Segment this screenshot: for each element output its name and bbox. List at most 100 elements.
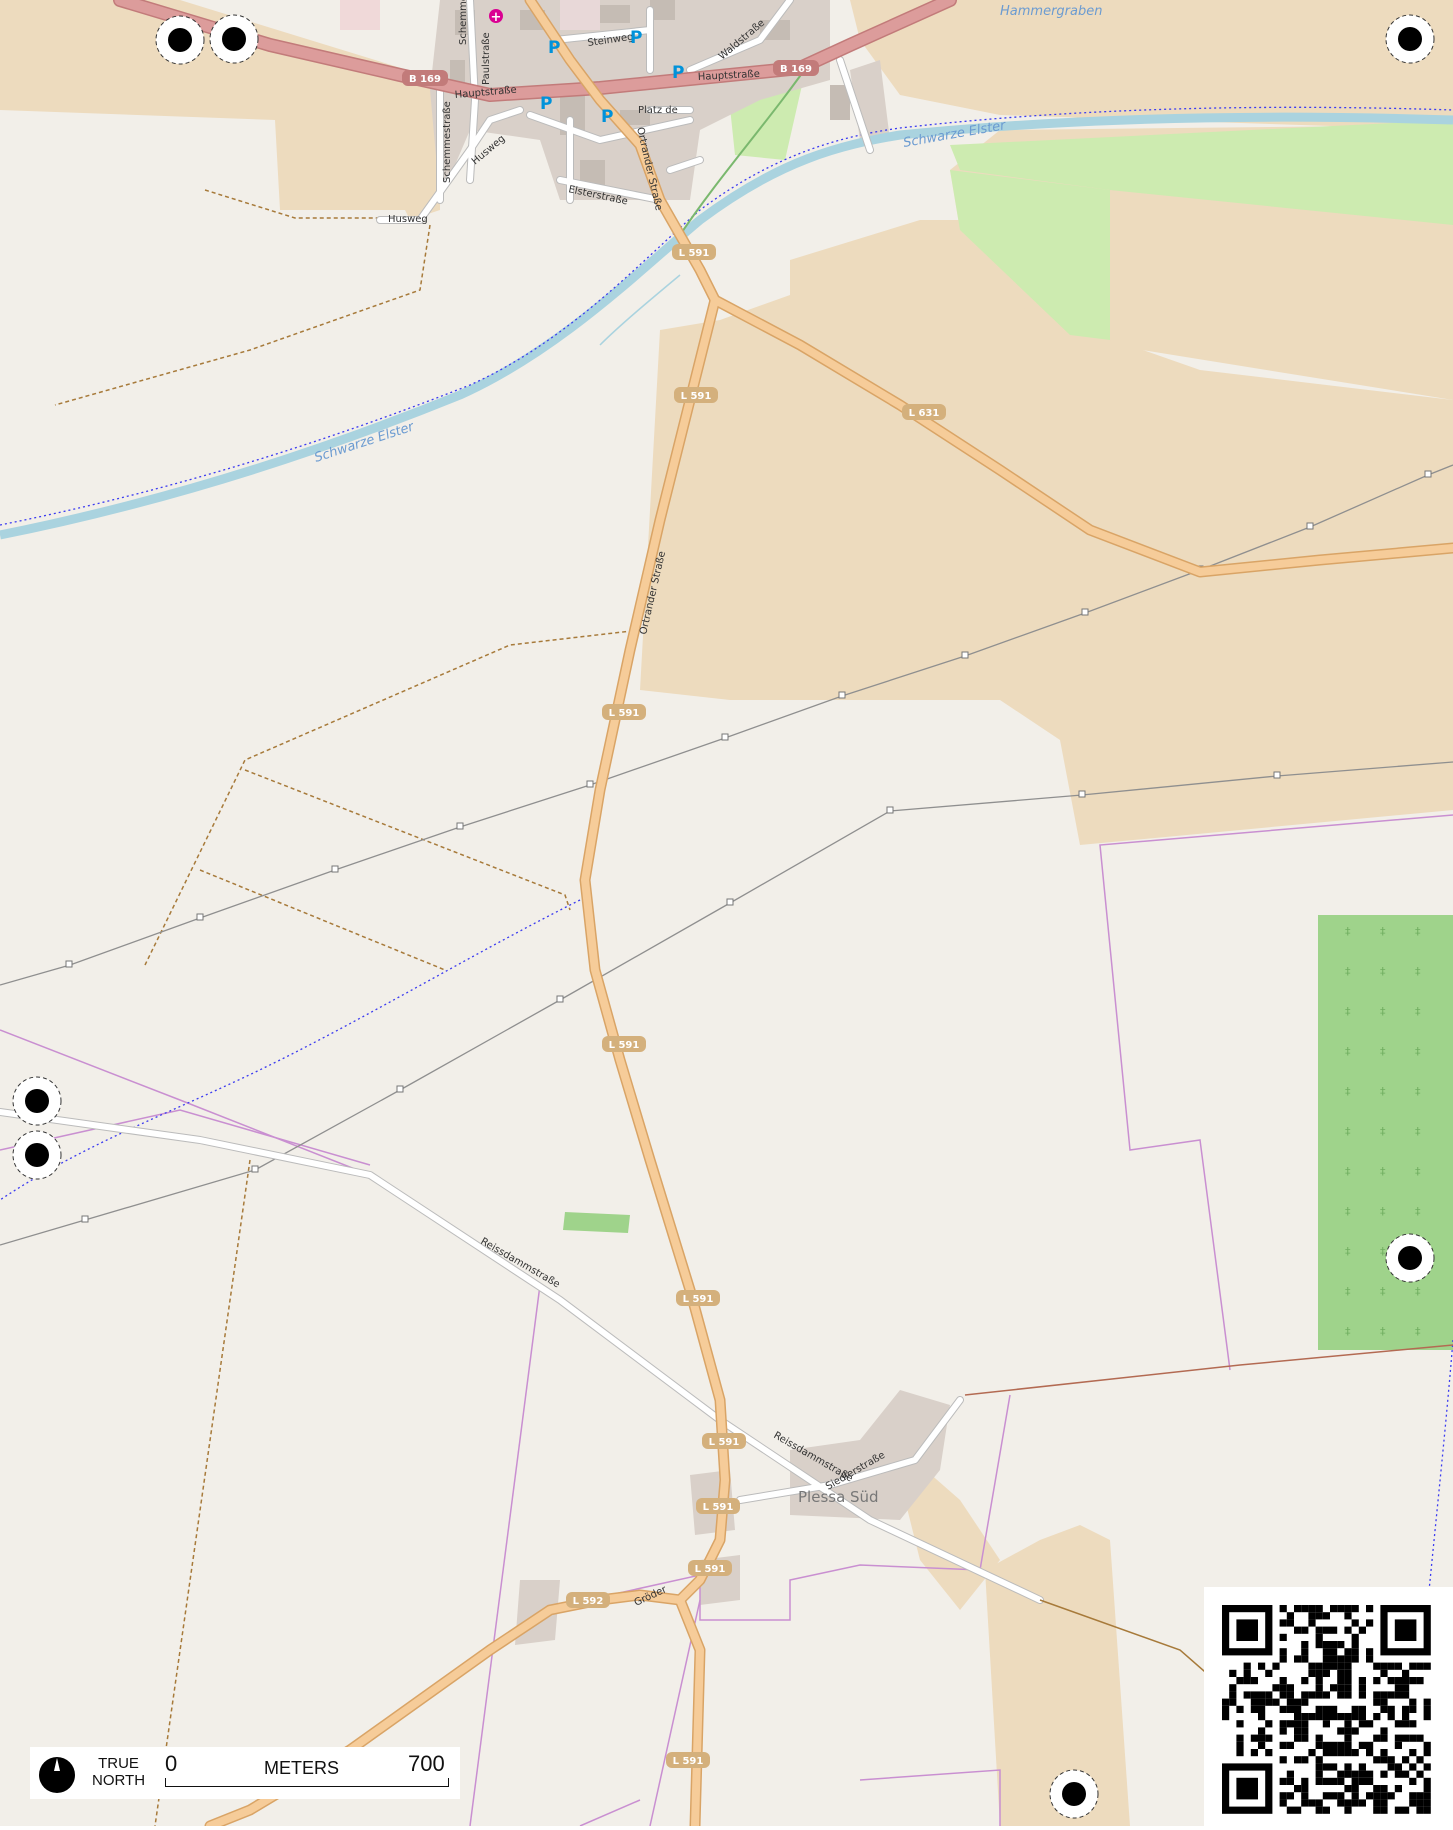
- svg-text:‡: ‡: [1380, 965, 1386, 978]
- svg-text:‡: ‡: [1380, 1325, 1386, 1338]
- svg-text:‡: ‡: [1345, 1005, 1351, 1018]
- target-marker[interactable]: [209, 14, 259, 64]
- qr-code: [1204, 1587, 1453, 1826]
- stream-north: [679, 54, 816, 236]
- scale-unit: METERS: [264, 1758, 340, 1778]
- svg-text:‡: ‡: [1415, 1285, 1421, 1298]
- svg-text:‡: ‡: [1380, 1045, 1386, 1058]
- svg-text:B 169: B 169: [409, 74, 441, 85]
- label-schemmestrasse-2: Schemmestraße: [442, 101, 453, 183]
- qr-code-graphic: [1222, 1605, 1431, 1814]
- label-husweg-1: Husweg: [388, 214, 428, 225]
- shield-l591-3: L 591: [602, 704, 646, 720]
- svg-text:L 591: L 591: [683, 1294, 714, 1305]
- target-marker[interactable]: [1385, 1233, 1435, 1283]
- svg-text:L 591: L 591: [681, 391, 712, 402]
- svg-text:‡: ‡: [1380, 1285, 1386, 1298]
- label-paulstrasse: Paulstraße: [481, 32, 492, 85]
- svg-text:L 591: L 591: [709, 1437, 740, 1448]
- shield-l591-2: L 591: [674, 387, 718, 403]
- forest-area: [1318, 915, 1453, 1350]
- parking-icon: P: [672, 63, 684, 83]
- svg-text:‡: ‡: [1415, 1325, 1421, 1338]
- svg-text:+: +: [491, 10, 502, 25]
- svg-text:‡: ‡: [1345, 1085, 1351, 1098]
- label-hauptstrasse-2: Hauptstraße: [698, 69, 761, 83]
- svg-text:‡: ‡: [1415, 1125, 1421, 1138]
- power-lines: [0, 464, 1453, 1246]
- svg-text:‡: ‡: [1345, 1165, 1351, 1178]
- svg-text:‡: ‡: [1380, 1005, 1386, 1018]
- svg-text:‡: ‡: [1415, 1085, 1421, 1098]
- shield-l591-8: L 591: [688, 1560, 732, 1576]
- svg-text:L 591: L 591: [609, 708, 640, 719]
- scale-zero: 0: [165, 1751, 178, 1776]
- shield-l631: L 631: [902, 404, 946, 420]
- target-marker[interactable]: [155, 15, 205, 65]
- scale-bar: [165, 1778, 449, 1787]
- parking-symbols: P P P P P: [540, 28, 684, 127]
- river-bank-line: [0, 106, 1453, 526]
- shield-b169-2: B 169: [773, 60, 819, 76]
- svg-text:‡: ‡: [1380, 1205, 1386, 1218]
- label-platz: Platz de: [638, 105, 678, 116]
- svg-text:‡: ‡: [1345, 1245, 1351, 1258]
- minor-roads: [0, 0, 1044, 1604]
- svg-text:‡: ‡: [1415, 925, 1421, 938]
- target-marker[interactable]: [1385, 14, 1435, 64]
- label-plessa-sued: Plessa Süd: [798, 1488, 879, 1506]
- target-marker[interactable]: [12, 1130, 62, 1180]
- river-schwarze-elster: [0, 112, 1453, 540]
- stream-northwest: [599, 274, 681, 346]
- parking-icon: P: [630, 28, 642, 48]
- svg-text:‡: ‡: [1380, 925, 1386, 938]
- parking-icon: P: [601, 107, 613, 127]
- svg-text:‡: ‡: [1415, 1045, 1421, 1058]
- svg-text:L 591: L 591: [679, 248, 710, 259]
- target-marker[interactable]: [12, 1076, 62, 1126]
- shield-l591-4: L 591: [602, 1036, 646, 1052]
- target-marker[interactable]: [1049, 1769, 1099, 1819]
- svg-text:‡: ‡: [1380, 1245, 1386, 1258]
- shield-l592: L 592: [566, 1592, 610, 1608]
- shield-l591-6: L 591: [702, 1433, 746, 1449]
- svg-text:‡: ‡: [1415, 1165, 1421, 1178]
- svg-text:‡: ‡: [1345, 1045, 1351, 1058]
- forest-tree-symbols: ‡‡‡ ‡‡‡ ‡‡‡ ‡‡‡ ‡‡‡ ‡‡‡ ‡‡‡ ‡‡‡ ‡‡‡ ‡‡‡ …: [1345, 925, 1421, 1338]
- shield-b169-1: B 169: [402, 70, 448, 86]
- svg-text:L 591: L 591: [609, 1040, 640, 1051]
- scale-legend: TRUE NORTH 0 METERS 700: [30, 1747, 460, 1799]
- svg-text:‡: ‡: [1345, 965, 1351, 978]
- shield-l591-1: L 591: [672, 244, 716, 260]
- svg-text:L 592: L 592: [573, 1596, 604, 1607]
- svg-text:‡: ‡: [1345, 1125, 1351, 1138]
- shield-l591-7: L 591: [696, 1498, 740, 1514]
- parking-icon: P: [548, 38, 560, 58]
- svg-text:‡: ‡: [1380, 1165, 1386, 1178]
- svg-text:‡: ‡: [1380, 1085, 1386, 1098]
- svg-text:L 591: L 591: [695, 1564, 726, 1575]
- north-label: TRUE NORTH: [92, 1755, 146, 1789]
- scale-max: 700: [408, 1751, 445, 1776]
- road-shields: B 169 B 169 L 591 L 591 L 631 L 591 L 59…: [402, 60, 946, 1768]
- label-schemmestrasse-1: Schemmestraße: [458, 0, 469, 45]
- svg-text:L 591: L 591: [703, 1502, 734, 1513]
- svg-text:‡: ‡: [1415, 1005, 1421, 1018]
- svg-text:L 591: L 591: [673, 1756, 704, 1767]
- road-b169: [113, 0, 957, 102]
- shield-l591-9: L 591: [666, 1752, 710, 1768]
- svg-text:‡: ‡: [1345, 1325, 1351, 1338]
- district-boundary: [964, 1344, 1453, 1396]
- label-hauptstrasse-1: Hauptstraße: [454, 85, 517, 101]
- parking-icon: P: [540, 94, 552, 114]
- green-patch: [563, 1212, 630, 1233]
- shield-l591-5: L 591: [676, 1290, 720, 1306]
- svg-text:B 169: B 169: [780, 64, 812, 75]
- svg-text:L 631: L 631: [909, 408, 940, 419]
- svg-text:‡: ‡: [1345, 1285, 1351, 1298]
- hospital-icon: +: [489, 9, 503, 25]
- svg-text:‡: ‡: [1415, 965, 1421, 978]
